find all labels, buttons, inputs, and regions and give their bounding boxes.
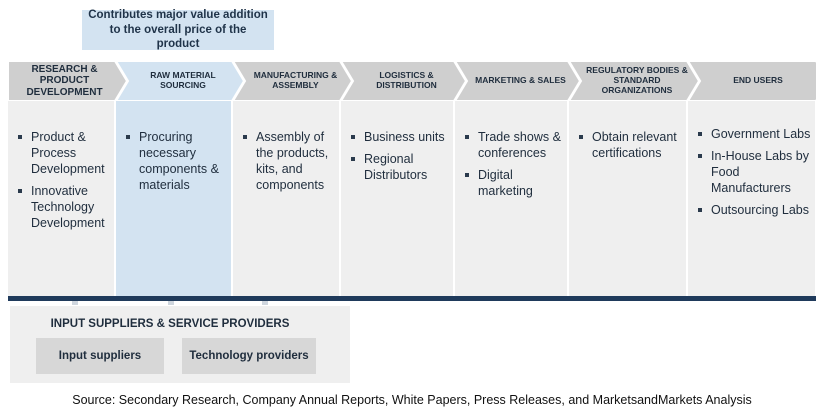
activity-text: Product & Process Development bbox=[31, 130, 105, 176]
activity-item: Regional Distributors bbox=[351, 151, 450, 183]
stage-chevron bbox=[686, 61, 816, 101]
activity-text: Innovative Technology Development bbox=[31, 184, 105, 230]
stage-column bbox=[116, 101, 231, 296]
technology-providers-button: Technology providers bbox=[182, 338, 316, 374]
stage-columns bbox=[8, 101, 816, 296]
activity-text: Trade shows & conferences bbox=[478, 130, 561, 160]
bullet-icon bbox=[465, 173, 469, 177]
connector-dot bbox=[72, 301, 78, 305]
stage-chevron bbox=[231, 61, 354, 101]
bullet-icon bbox=[698, 154, 702, 158]
stage-label: RESEARCH & PRODUCT DEVELOPMENT bbox=[26, 63, 103, 98]
activity-item: Outsourcing Labs bbox=[698, 202, 812, 218]
bullet-icon bbox=[243, 135, 247, 139]
value-addition-callout: Contributes major value addition to the … bbox=[82, 9, 274, 50]
stage-column bbox=[688, 101, 815, 296]
input-suppliers-panel: INPUT SUPPLIERS & SERVICE PROVIDERS Inpu… bbox=[10, 306, 350, 383]
bullet-icon bbox=[18, 189, 22, 193]
activity-text: Government Labs bbox=[711, 127, 811, 141]
activity-item: Assembly of the products, kits, and comp… bbox=[243, 129, 336, 193]
activity-item: Innovative Technology Development bbox=[18, 183, 111, 231]
activity-text: Procuring necessary components & materia… bbox=[139, 130, 219, 192]
activity-item: Procuring necessary components & materia… bbox=[126, 129, 228, 193]
connector-dot bbox=[168, 301, 174, 305]
stage-label: MANUFACTURING & ASSEMBLY bbox=[253, 70, 338, 90]
stage-column bbox=[569, 101, 686, 296]
baseline-bar bbox=[8, 296, 816, 301]
input-suppliers-title: INPUT SUPPLIERS & SERVICE PROVIDERS bbox=[50, 318, 290, 330]
activity-text: Digital marketing bbox=[478, 168, 533, 198]
connector-dot bbox=[262, 301, 268, 305]
stage-chevron bbox=[114, 61, 246, 101]
activity-item: Business units bbox=[351, 129, 450, 145]
stage-activity-list: Assembly of the products, kits, and comp… bbox=[243, 129, 336, 199]
stage-column bbox=[8, 101, 114, 296]
source-note: Source: Secondary Research, Company Annu… bbox=[72, 393, 752, 407]
activity-item: Government Labs bbox=[698, 126, 812, 142]
activity-text: Business units bbox=[364, 130, 445, 144]
stage-label: RAW MATERIAL SOURCING bbox=[150, 70, 216, 90]
stage-label: MARKETING & SALES bbox=[475, 75, 566, 86]
activity-text: Regional Distributors bbox=[364, 152, 428, 182]
stage-label: REGULATORY BODIES & STANDARD ORGANIZATIO… bbox=[586, 65, 688, 95]
activity-item: In-House Labs by Food Manufacturers bbox=[698, 148, 812, 196]
bullet-icon bbox=[579, 135, 583, 139]
input-suppliers-button: Input suppliers bbox=[36, 338, 164, 374]
value-chain-stage-bar: RESEARCH & PRODUCT DEVELOPMENT RAW MATERI… bbox=[8, 61, 816, 101]
activity-text: In-House Labs by Food Manufacturers bbox=[711, 149, 809, 195]
stage-label: END USERS bbox=[733, 75, 783, 86]
activity-text: Obtain relevant certifications bbox=[592, 130, 677, 160]
bullet-icon bbox=[126, 135, 130, 139]
bullet-icon bbox=[18, 135, 22, 139]
stage-chevron bbox=[339, 61, 468, 101]
stage-activity-list: Obtain relevant certifications bbox=[579, 129, 683, 167]
bullet-icon bbox=[698, 208, 702, 212]
activity-item: Product & Process Development bbox=[18, 129, 111, 177]
bullet-icon bbox=[465, 135, 469, 139]
stage-column bbox=[233, 101, 339, 296]
stage-column bbox=[455, 101, 567, 296]
stage-activity-list: Procuring necessary components & materia… bbox=[126, 129, 228, 199]
activity-item: Obtain relevant certifications bbox=[579, 129, 683, 161]
bullet-icon bbox=[351, 135, 355, 139]
activity-text: Assembly of the products, kits, and comp… bbox=[256, 130, 329, 192]
activity-item: Digital marketing bbox=[465, 167, 564, 199]
activity-text: Outsourcing Labs bbox=[711, 203, 809, 217]
stage-chevron bbox=[453, 61, 582, 101]
stage-chevron bbox=[567, 61, 701, 101]
activity-item: Trade shows & conferences bbox=[465, 129, 564, 161]
chevron-arrows bbox=[8, 61, 816, 101]
stage-column bbox=[341, 101, 453, 296]
bullet-icon bbox=[698, 132, 702, 136]
bullet-icon bbox=[351, 157, 355, 161]
stage-label: LOGISTICS & DISTRIBUTION bbox=[376, 70, 437, 90]
